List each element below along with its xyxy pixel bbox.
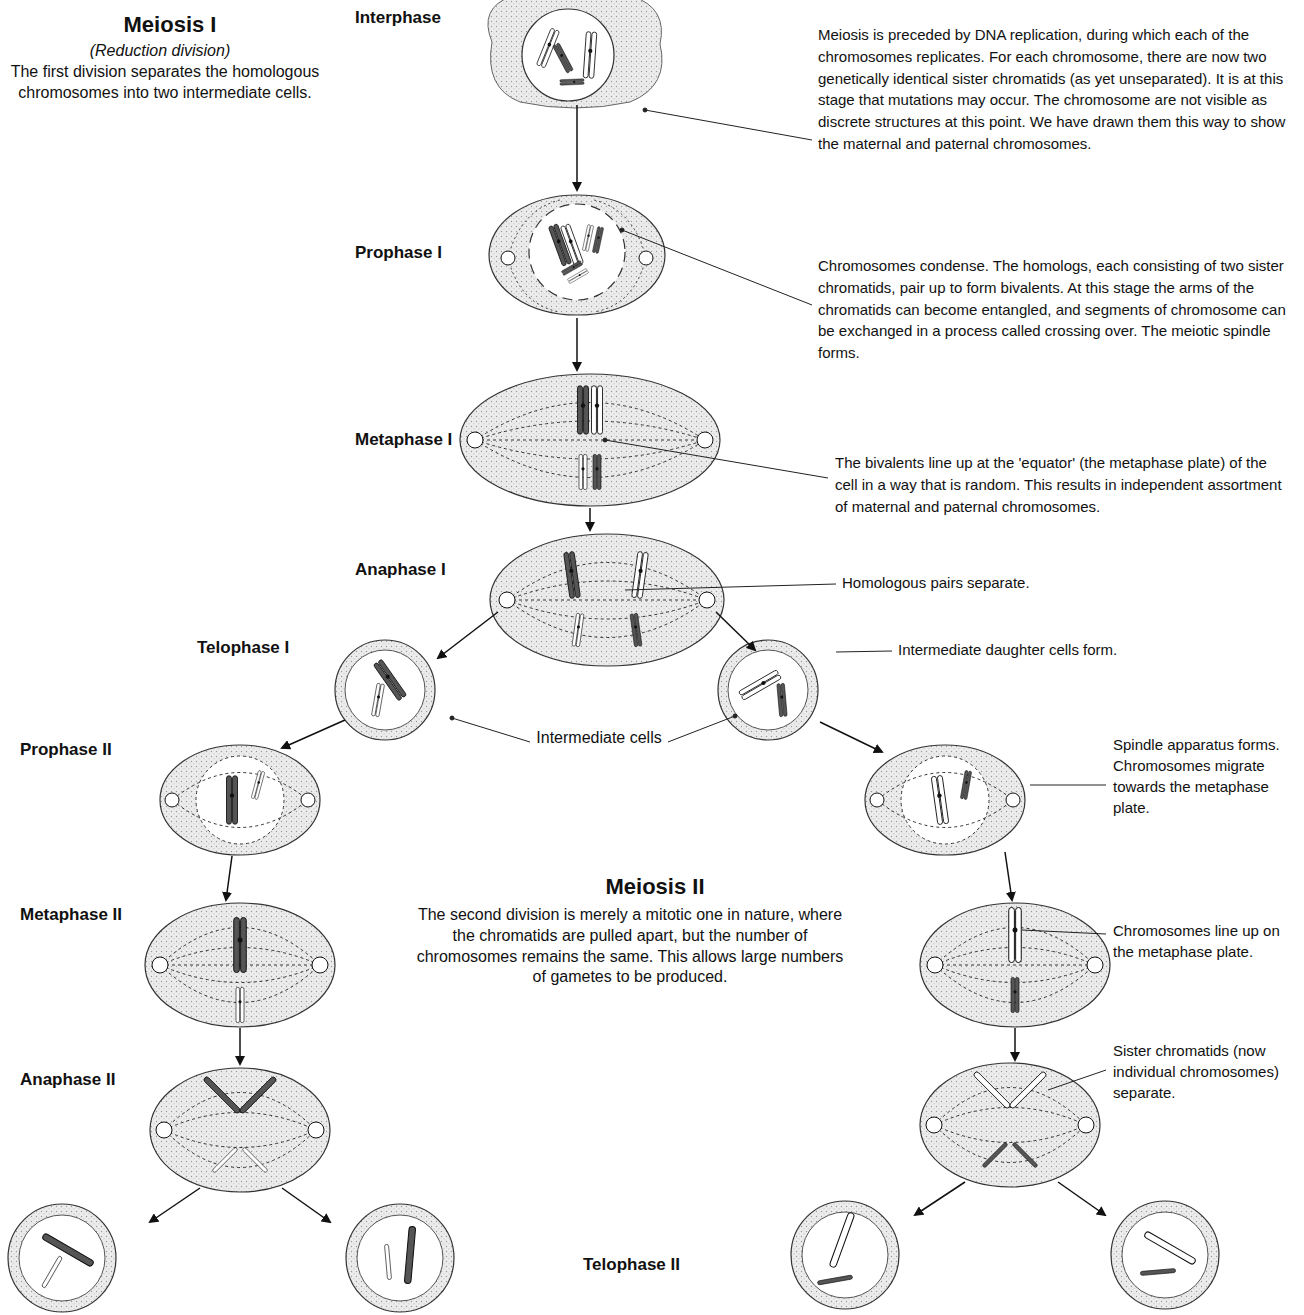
callout-text: Chromosomes line up on the metaphase pla… [1113, 920, 1299, 962]
callout-text: Spindle apparatus forms. Chromosomes mig… [1113, 734, 1299, 818]
stage-label: Telophase I [197, 636, 289, 659]
section-description: The second division is merely a mitotic … [412, 905, 848, 988]
anaphase-ii-cells [150, 1063, 1100, 1192]
stage-description: Meiosis is preceded by DNA replication, … [818, 24, 1300, 155]
callout-text: Sister chromatids (now individual chromo… [1113, 1040, 1299, 1103]
prophase-i-cell [489, 195, 665, 315]
section-description: The first division separates the homolog… [10, 62, 320, 104]
section-title: Meiosis I [60, 10, 280, 40]
telophase-i-cells [335, 640, 818, 740]
metaphase-i-cell [460, 374, 720, 506]
subtitle: (Reduction division) [45, 40, 275, 62]
callout-text: Homologous pairs separate. [842, 573, 1030, 594]
metaphase-ii-cells [145, 903, 1110, 1027]
section-title: Meiosis II [545, 872, 765, 902]
prophase-ii-cells [160, 745, 1025, 855]
interphase-cell [488, 0, 662, 108]
stage-label: Interphase [355, 6, 441, 29]
callout-text: Intermediate daughter cells form. [898, 640, 1117, 661]
telophase-ii-cells [8, 1201, 1219, 1312]
stage-label: Prophase II [20, 738, 112, 761]
stage-description: Chromosomes condense. The homologs, each… [818, 255, 1292, 364]
stage-description: The bivalents line up at the 'equator' (… [835, 452, 1285, 517]
callout-text: Intermediate cells [536, 727, 662, 749]
stage-label: Metaphase I [355, 428, 452, 451]
stage-label: Telophase II [583, 1253, 680, 1276]
stage-label: Prophase I [355, 241, 442, 264]
stage-label: Metaphase II [20, 903, 122, 926]
anaphase-i-cell [490, 534, 724, 666]
stage-label: Anaphase II [20, 1068, 115, 1091]
stage-label: Anaphase I [355, 558, 446, 581]
